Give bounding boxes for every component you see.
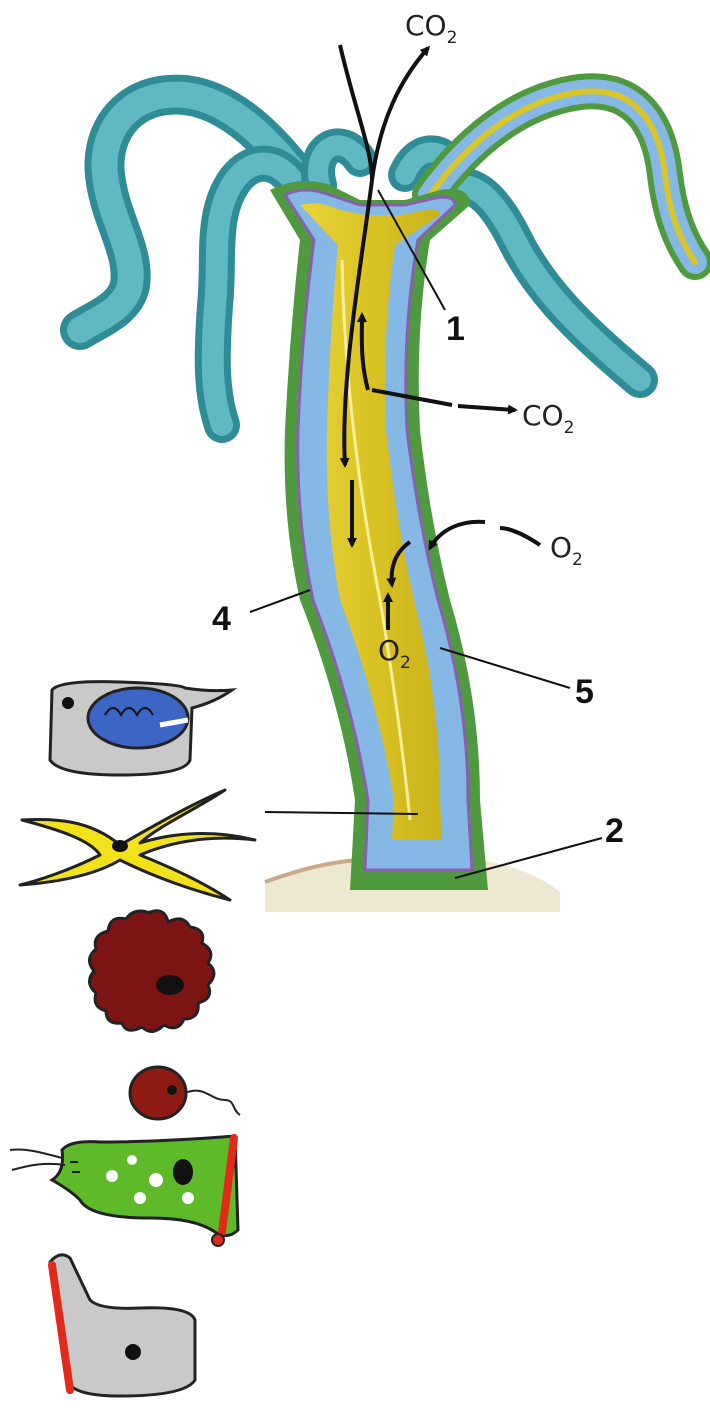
arrow-co2-out-side-2 — [458, 406, 515, 410]
sex-cell-nucleus — [167, 1085, 177, 1095]
label-co2-side: CO2 — [522, 399, 574, 438]
epithelial-nucleus — [125, 1344, 141, 1360]
sex-cell — [130, 1067, 240, 1119]
stinging-nucleus — [62, 697, 74, 709]
digestive-nucleus — [173, 1159, 193, 1185]
stinging-cell — [50, 682, 232, 775]
epithelial-muscle-cell — [50, 1255, 195, 1396]
label-1: 1 — [446, 310, 465, 348]
stinging-capsule — [88, 688, 188, 748]
hydra-body — [270, 181, 488, 890]
nerve-nucleus — [112, 840, 128, 852]
glandular-cell — [89, 911, 214, 1032]
label-4: 4 — [212, 600, 231, 638]
glandular-nucleus — [156, 975, 184, 995]
label-o2-right: O2 — [550, 531, 583, 570]
nerve-cell — [20, 790, 255, 900]
cell-types — [10, 682, 255, 1396]
label-2: 2 — [605, 812, 624, 850]
arrow-o2-in-2 — [430, 522, 485, 548]
arrow-o2-in-1 — [500, 528, 540, 545]
digestive-muscle-cell — [10, 1136, 238, 1246]
label-co2-top: CO2 — [405, 9, 457, 48]
label-5: 5 — [575, 673, 594, 711]
